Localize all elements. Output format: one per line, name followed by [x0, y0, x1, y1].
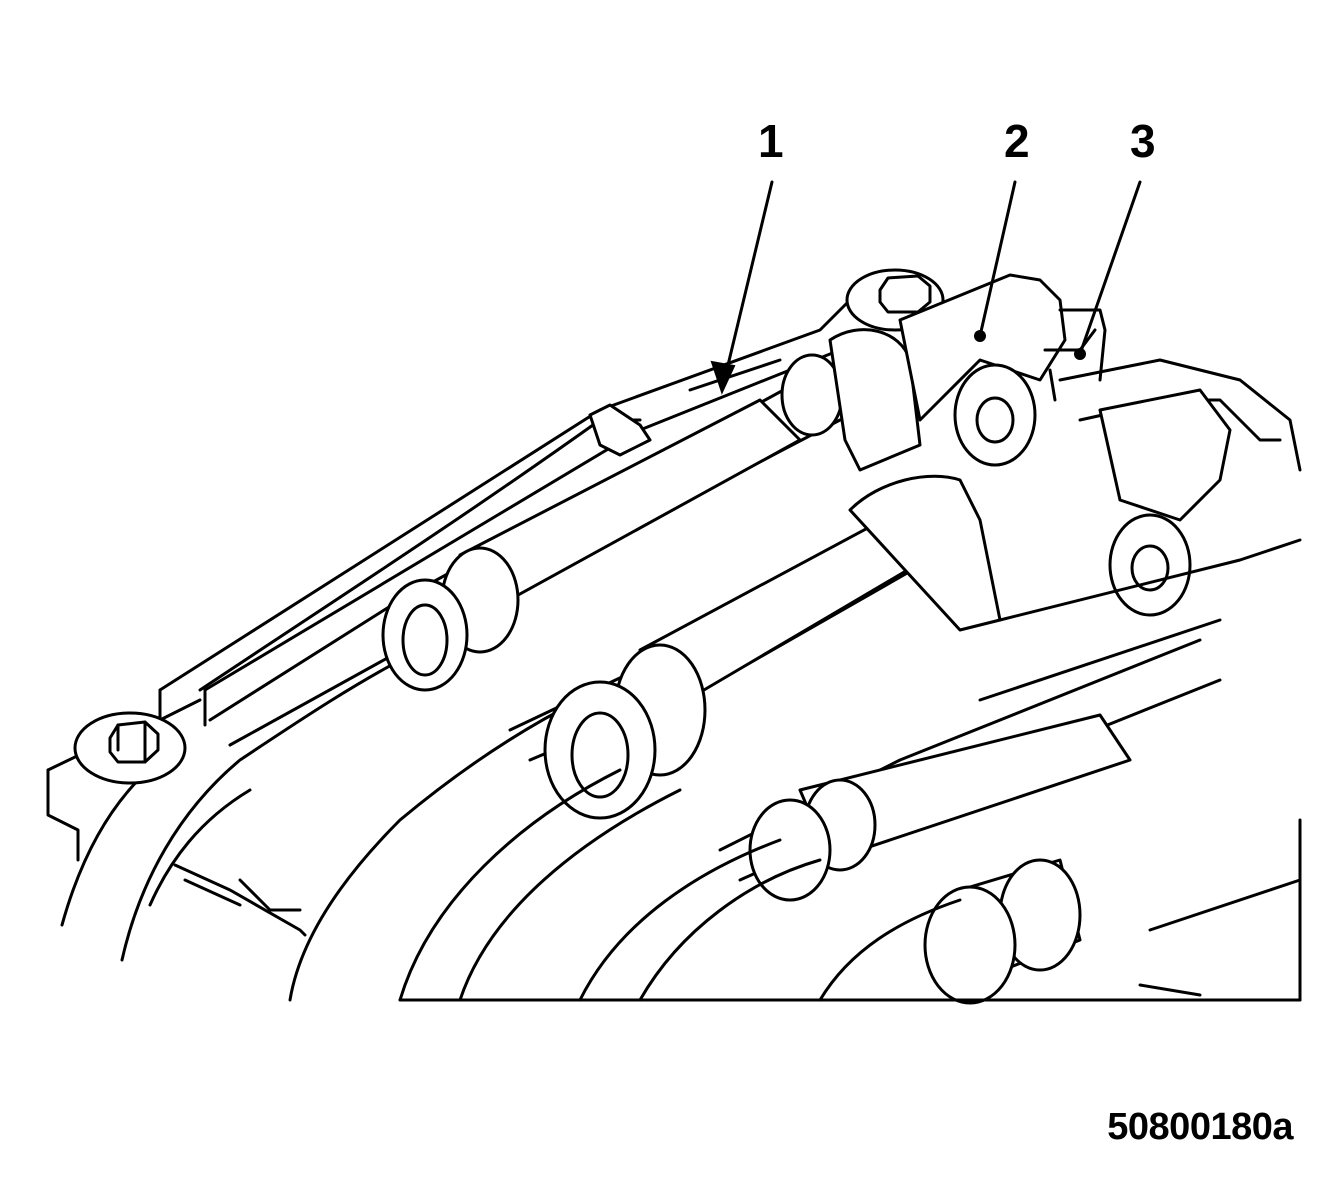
- leader-lines: [710, 180, 1142, 395]
- clamp-bracket: [828, 273, 1107, 472]
- left-mounting-plate: [46, 408, 642, 937]
- cable-upper: [208, 353, 844, 747]
- bolt-left: [73, 711, 187, 785]
- callout-2: 2: [1004, 115, 1030, 167]
- callout-1: 1: [758, 115, 784, 167]
- right-bracket: [978, 358, 1302, 702]
- figure-code: 50800180a: [1107, 1106, 1293, 1148]
- cable-middle: [508, 474, 1002, 820]
- left-curved-cable: [60, 648, 582, 1002]
- callout-3: 3: [1130, 115, 1156, 167]
- lower-curves: [398, 768, 1302, 1002]
- cable-lower: [718, 638, 1222, 1005]
